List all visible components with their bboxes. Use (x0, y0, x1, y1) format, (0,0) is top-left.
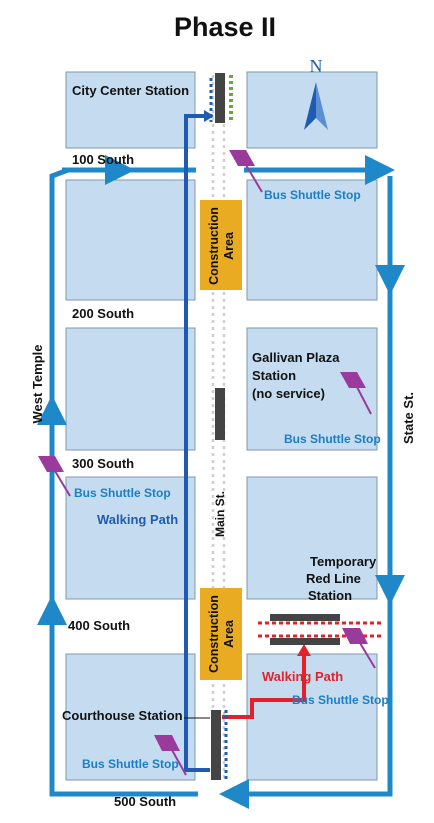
bus-stop-flag-icon (340, 372, 372, 415)
construction-area-lower: Construction Area (200, 588, 242, 680)
label-city-center-station: City Center Station (72, 83, 189, 98)
bus-stop-flag-icon (38, 456, 71, 497)
bus-stop-flag-icon (229, 150, 263, 193)
map-title: Phase II (174, 12, 276, 42)
block-r2-left (65, 327, 196, 451)
label-bus-stop-4: Bus Shuttle Stop (292, 693, 389, 707)
svg-text:Station: Station (252, 368, 296, 383)
block-r4-right (246, 653, 378, 781)
street-label-100-south: 100 South (72, 152, 134, 167)
courthouse-platform (211, 710, 221, 780)
street-label-400-south: 400 South (68, 618, 130, 633)
street-label-500-south: 500 South (114, 794, 176, 809)
temporary-red-line-track (258, 621, 384, 638)
bus-stop-flag-icon (154, 735, 187, 776)
svg-text:Gallivan Plaza: Gallivan Plaza (252, 350, 340, 365)
label-red-walking-path: Walking Path (262, 669, 343, 684)
bus-detour-loop (37, 155, 405, 809)
block-r1-left (65, 179, 196, 301)
block-r1-right (246, 179, 378, 301)
svg-text:Construction: Construction (207, 207, 221, 285)
svg-text:Area: Area (222, 619, 236, 648)
block-r3-left (65, 476, 196, 600)
block-r2-right (246, 327, 378, 451)
temporary-platform-bottom (270, 638, 340, 645)
street-label-300-south: 300 South (72, 456, 134, 471)
city-blocks (65, 71, 378, 781)
svg-text:(no service): (no service) (252, 386, 325, 401)
svg-text:Area: Area (222, 231, 236, 260)
svg-text:Construction: Construction (207, 595, 221, 673)
street-label-state-st: State St. (401, 392, 416, 444)
red-walking-path (222, 652, 306, 719)
city-center-platform (215, 73, 225, 123)
label-bus-stop-5: Bus Shuttle Stop (82, 757, 179, 771)
street-label-200-south: 200 South (72, 306, 134, 321)
blue-walking-arrow (204, 110, 214, 122)
svg-text:Temporary: Temporary (310, 554, 377, 569)
label-bus-stop-1: Bus Shuttle Stop (264, 188, 361, 202)
block-r3-right (246, 476, 378, 600)
label-temporary-red-line-station: Temporary Red Line Station (306, 554, 377, 603)
bus-stop-flag-icon (342, 628, 376, 669)
street-label-main-st: Main St. (213, 491, 227, 537)
north-arrow-icon: N (304, 56, 328, 130)
temporary-platform-top (270, 614, 340, 621)
svg-text:N: N (310, 56, 323, 76)
label-gallivan-station: Gallivan Plaza Station (no service) (252, 350, 340, 401)
svg-text:Red Line: Red Line (306, 571, 361, 586)
label-bus-stop-2: Bus Shuttle Stop (284, 432, 381, 446)
red-walking-arrow (297, 644, 311, 656)
label-blue-walking-path: Walking Path (97, 512, 178, 527)
label-courthouse-station: Courthouse Station (62, 708, 183, 723)
street-label-west-temple: West Temple (30, 345, 45, 424)
construction-area-upper: Construction Area (200, 200, 242, 290)
block-top-left (65, 71, 196, 149)
blue-walking-path (184, 114, 212, 772)
gallivan-platform (215, 388, 225, 440)
block-r4-left (65, 653, 196, 781)
svg-text:Station: Station (308, 588, 352, 603)
label-bus-stop-3: Bus Shuttle Stop (74, 486, 171, 500)
